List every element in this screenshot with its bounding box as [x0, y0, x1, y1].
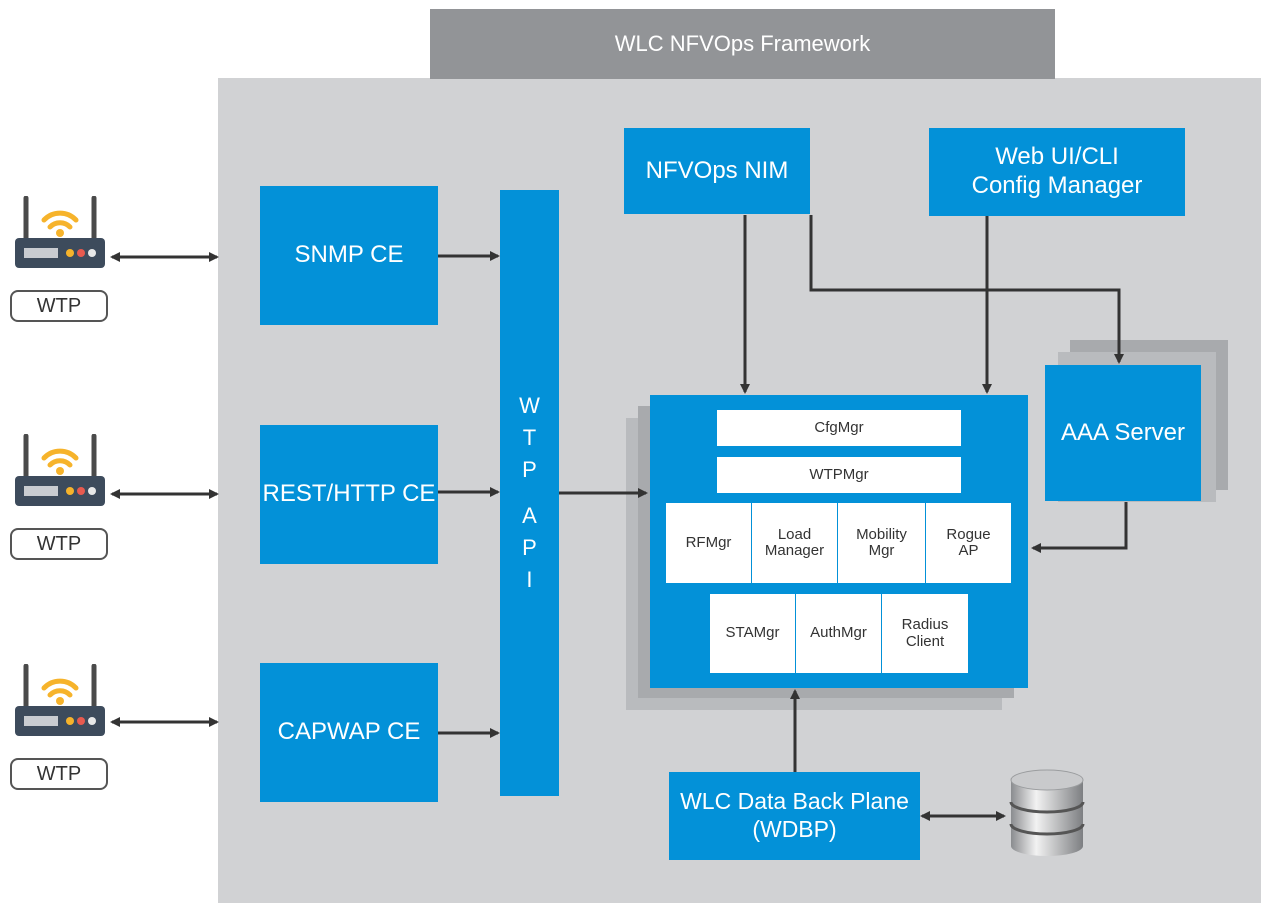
mobility-mgr-box: Mobility Mgr: [838, 503, 925, 583]
rfmgr-box: RFMgr: [666, 503, 751, 583]
wtp-label: WTP: [10, 528, 108, 560]
wtp-api-letter: A: [522, 503, 537, 528]
wtpmgr-box: WTPMgr: [717, 457, 961, 493]
wtp-label: WTP: [10, 290, 108, 322]
webui-cli-config-manager-box: Web UI/CLI Config Manager: [929, 128, 1185, 216]
rogue-ap-line1: Rogue: [946, 525, 991, 543]
wifi-router-icon: [14, 663, 106, 740]
snmp-ce-box: SNMP CE: [260, 186, 438, 325]
stamgr-box: STAMgr: [710, 594, 795, 673]
nfvops-nim-box: NFVOps NIM: [624, 128, 810, 214]
wtp-api-letter: P: [522, 534, 537, 560]
radius-client-box: Radius Client: [882, 594, 968, 673]
wdbp-line2: (WDBP): [752, 816, 837, 842]
load-manager-line1: Load: [777, 525, 812, 543]
wdbp-line1: WLC Data Back Plane: [680, 788, 909, 815]
capwap-ce-box: CAPWAP CE: [260, 663, 438, 802]
rogue-ap-line2: AP: [958, 542, 979, 559]
wtp-api-bar: W T P A P I: [500, 190, 559, 796]
wtp-api-letter: P: [522, 457, 537, 483]
authmgr-box: AuthMgr: [796, 594, 881, 673]
radius-client-line2: Client: [905, 632, 945, 650]
database-icon: [1007, 768, 1087, 858]
mobility-mgr-line1: Mobility: [856, 525, 907, 543]
aaa-server-box: AAA Server: [1045, 365, 1201, 501]
wdbp-box: WLC Data Back Plane (WDBP): [669, 772, 920, 860]
wtp-api-letter: I: [526, 566, 533, 592]
wtp-api-letter: T: [522, 425, 537, 451]
mobility-mgr-line2: Mgr: [868, 542, 895, 559]
wifi-router-icon: [14, 433, 106, 510]
load-manager-box: Load Manager: [752, 503, 837, 583]
cfgmgr-box: CfgMgr: [717, 410, 961, 446]
wtp-label: WTP: [10, 758, 108, 790]
framework-title: WLC NFVOps Framework: [430, 9, 1055, 79]
webui-line2: Config Manager: [971, 172, 1143, 199]
webui-line1: Web UI/CLI: [995, 143, 1119, 171]
radius-client-line1: Radius: [901, 616, 949, 633]
wifi-router-icon: [14, 195, 106, 272]
load-manager-line2: Manager: [764, 542, 825, 559]
rogue-ap-box: Rogue AP: [926, 503, 1011, 583]
rest-http-ce-box: REST/HTTP CE: [260, 425, 438, 564]
wtp-api-letter: W: [519, 393, 540, 419]
